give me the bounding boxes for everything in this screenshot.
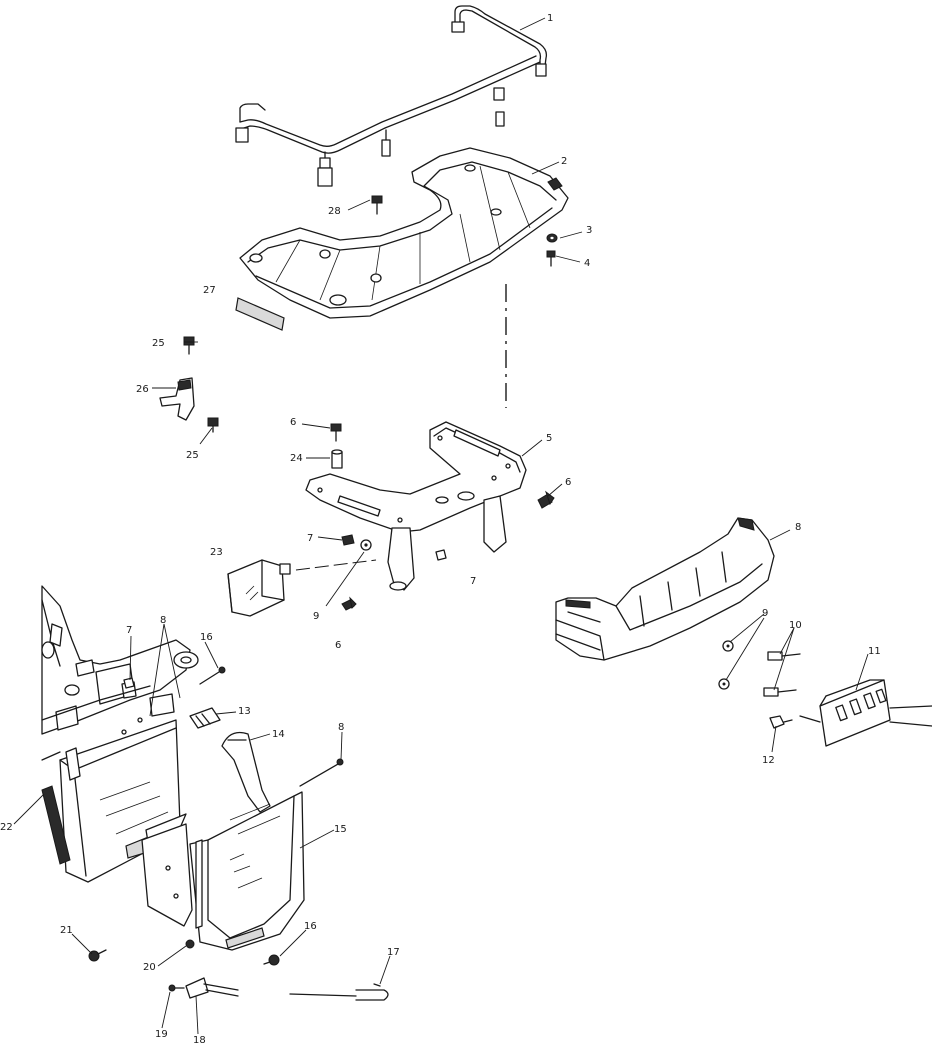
decal-part-27	[235, 297, 285, 331]
callout-15: 15	[334, 824, 347, 835]
connector-part-13	[189, 707, 221, 729]
bolt-part-6-upper	[330, 423, 342, 442]
bolt-part-25-lower	[207, 417, 219, 433]
callout-28: 28	[328, 206, 341, 217]
washer-part-9-left	[360, 539, 372, 551]
bolt-part-4	[546, 250, 556, 267]
callout-12: 12	[762, 755, 775, 766]
callout-11: 11	[868, 646, 881, 657]
callout-10: 10	[789, 620, 802, 631]
nut-part-7-upper	[341, 534, 355, 546]
callout-9-left: 9	[313, 611, 319, 622]
bolt-part-16-upper	[199, 666, 226, 685]
callout-6-right: 6	[565, 477, 571, 488]
callout-8-frame: 8	[160, 615, 166, 626]
bolt-part-16-lower	[263, 954, 280, 966]
callout-18: 18	[193, 1035, 206, 1043]
nut-part-7-right	[435, 549, 447, 561]
bolt-part-8-long	[299, 758, 344, 787]
bolt-part-21	[88, 949, 107, 962]
callout-16-upper: 16	[200, 632, 213, 643]
bolt-part-6-right	[537, 490, 555, 509]
mount-bracket-part-5	[305, 421, 527, 591]
clip-part-17	[289, 983, 389, 1001]
bolt-part-6-lower	[341, 596, 357, 611]
callout-9-right: 9	[762, 608, 768, 619]
callout-4: 4	[584, 258, 590, 269]
callout-19: 19	[155, 1029, 168, 1040]
nut-part-7-left	[123, 677, 135, 689]
bolt-part-19	[168, 984, 185, 992]
rear-bumper-part-8	[555, 517, 775, 661]
washer-part-3	[546, 233, 558, 243]
callout-6-upper: 6	[290, 417, 296, 428]
callout-17: 17	[387, 947, 400, 958]
mud-flap-bracket-part-15	[189, 791, 305, 951]
callout-7-upper: 7	[307, 533, 313, 544]
nut-part-12	[769, 715, 793, 729]
callout-21: 21	[60, 925, 73, 936]
callout-20: 20	[143, 962, 156, 973]
leader-lines	[13, 17, 869, 1035]
bracket-part-26	[159, 377, 195, 421]
bolt-part-25-upper	[183, 336, 195, 355]
washer-part-9-right	[718, 640, 734, 690]
bracket-plate-part-20	[141, 823, 195, 949]
callout-8-bumper: 8	[795, 522, 801, 533]
callout-27: 27	[203, 285, 216, 296]
bolt-part-28	[371, 195, 383, 215]
callout-5: 5	[546, 433, 552, 444]
callout-numbers: 1 2 3 4 28 27 25 26 25 6 24 5 6 7 23 9 6…	[0, 13, 881, 1043]
rack-tube-part-1	[235, 5, 548, 187]
hitch-plate-part-11	[799, 679, 932, 747]
callout-3: 3	[586, 225, 592, 236]
callout-13: 13	[238, 706, 251, 717]
wire-line	[295, 559, 377, 571]
callout-22: 22	[0, 822, 13, 833]
callout-23: 23	[210, 547, 223, 558]
callout-2: 2	[561, 156, 567, 167]
callout-8-bolt: 8	[338, 722, 344, 733]
callout-26: 26	[136, 384, 149, 395]
callout-7-right: 7	[470, 576, 476, 587]
callout-6-lower: 6	[335, 640, 341, 651]
bolt-part-10	[763, 651, 801, 697]
callout-7-left: 7	[126, 625, 132, 636]
callout-16-lower: 16	[304, 921, 317, 932]
callout-14: 14	[272, 729, 285, 740]
callout-25-lower: 25	[186, 450, 199, 461]
callout-24: 24	[290, 453, 303, 464]
callout-25-upper: 25	[152, 338, 165, 349]
tail-light-part-23	[227, 559, 291, 617]
callout-1: 1	[547, 13, 553, 24]
spacer-part-24	[331, 449, 343, 469]
rear-rack-part-2	[239, 147, 569, 319]
plate-part-18	[185, 977, 239, 999]
strap-part-14	[221, 731, 271, 813]
